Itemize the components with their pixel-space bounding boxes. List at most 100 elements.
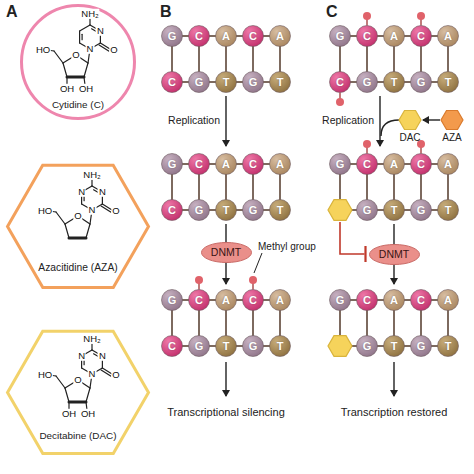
nucleotide-ball: G — [188, 335, 210, 357]
ball-shape — [243, 154, 264, 175]
base-letter: G — [242, 199, 264, 221]
nucleotide-ball: G — [188, 199, 210, 221]
atom-label: N — [98, 187, 107, 197]
base-letter: C — [161, 71, 183, 93]
base-letter: A — [269, 289, 291, 311]
nucleotide-ball: A — [215, 153, 237, 175]
ball-shape — [189, 26, 210, 47]
nucleotide-ball: T — [215, 71, 237, 93]
atom-label: OH — [59, 84, 75, 94]
nucleotide-ball: T — [437, 199, 459, 221]
base-letter: G — [410, 335, 432, 357]
base-letter: T — [269, 199, 291, 221]
atom-label: N — [88, 369, 97, 379]
ball-shape — [270, 200, 291, 221]
nucleotide-ball: T — [215, 335, 237, 357]
callout-label: Methyl group — [258, 241, 316, 252]
bond-line — [91, 180, 92, 186]
bond-line — [69, 401, 86, 404]
ball-shape — [438, 290, 459, 311]
atom-label: NH₂ — [82, 170, 101, 180]
ball-shape — [384, 200, 405, 221]
base-letter: A — [215, 153, 237, 175]
base-letter: C — [356, 153, 378, 175]
methyl-dot — [363, 140, 371, 148]
ball-shape — [384, 26, 405, 47]
base-letter: T — [383, 71, 405, 93]
nucleotide-ball: C — [188, 25, 210, 47]
ball-shape — [357, 200, 378, 221]
ball-shape — [270, 154, 291, 175]
base-letter: G — [329, 289, 351, 311]
drug-hexagon: AZA — [437, 109, 467, 145]
ball-shape — [270, 336, 291, 357]
ball-shape — [384, 72, 405, 93]
ball-shape — [384, 290, 405, 311]
hexagon-outline — [8, 165, 149, 287]
base-letter: C — [410, 25, 432, 47]
bond-line — [69, 237, 86, 240]
ball-shape — [189, 290, 210, 311]
base-letter: C — [242, 289, 264, 311]
base-letter: G — [356, 335, 378, 357]
outcome-arrow — [393, 362, 394, 396]
bond-line — [91, 344, 92, 350]
atom-label: N — [98, 351, 107, 361]
hexagon-shape — [399, 111, 421, 130]
ball-shape — [270, 26, 291, 47]
atom-label: O — [73, 375, 82, 385]
methyl-dot — [417, 12, 425, 20]
ball-shape — [270, 72, 291, 93]
ball-shape — [411, 154, 432, 175]
drug-label: AZA — [442, 132, 461, 144]
atom-label: HO — [37, 370, 53, 380]
compound-circle: Cytidine (C) — [20, 4, 136, 120]
base-letter: G — [242, 71, 264, 93]
nucleotide-ball: G — [356, 199, 378, 221]
atom-label: NH₂ — [82, 334, 101, 344]
base-letter: G — [188, 71, 210, 93]
nucleotide-ball: C — [242, 289, 264, 311]
node-outline — [437, 109, 467, 131]
base-letter: A — [437, 153, 459, 175]
nucleotide-ball: C — [161, 71, 183, 93]
drug-label: DAC — [399, 132, 420, 144]
atom-label: HO — [35, 45, 51, 55]
base-letter: G — [356, 199, 378, 221]
base-letter: G — [161, 25, 183, 47]
outcome-label: Transcription restored — [341, 406, 448, 418]
base-letter: G — [242, 335, 264, 357]
ball-shape — [330, 154, 351, 175]
hexagon-shape — [441, 111, 463, 130]
base-letter: C — [242, 153, 264, 175]
replication-arrow — [379, 96, 380, 146]
ball-shape — [411, 26, 432, 47]
node-outline — [395, 109, 425, 131]
enzyme-ellipse: DNMT — [369, 244, 420, 265]
compound-hexagon: Azacitidine (AZA) — [6, 164, 150, 289]
bond-line — [63, 63, 67, 77]
atom-label: O — [111, 206, 120, 216]
ball-shape — [189, 154, 210, 175]
nucleotide-ball: C — [356, 25, 378, 47]
bond-line — [65, 388, 69, 402]
outcome-label: Transcriptional silencing — [167, 406, 285, 418]
nucleotide-ball: T — [269, 71, 291, 93]
nucleotide-ball: G — [356, 71, 378, 93]
base-letter: A — [383, 25, 405, 47]
ball-shape — [216, 336, 237, 357]
ball-shape — [357, 290, 378, 311]
nucleotide-ball: A — [269, 289, 291, 311]
ball-shape — [357, 26, 378, 47]
nucleotide-ball: C — [410, 289, 432, 311]
ball-shape — [216, 154, 237, 175]
ball-shape — [243, 26, 264, 47]
ball-shape — [438, 154, 459, 175]
base-letter: C — [242, 25, 264, 47]
nucleotide-ball: G — [410, 335, 432, 357]
base-letter: G — [410, 199, 432, 221]
base-letter: T — [437, 71, 459, 93]
bond-line — [56, 212, 65, 224]
nucleotide-ball: T — [383, 71, 405, 93]
nucleotide-ball: C — [356, 289, 378, 311]
